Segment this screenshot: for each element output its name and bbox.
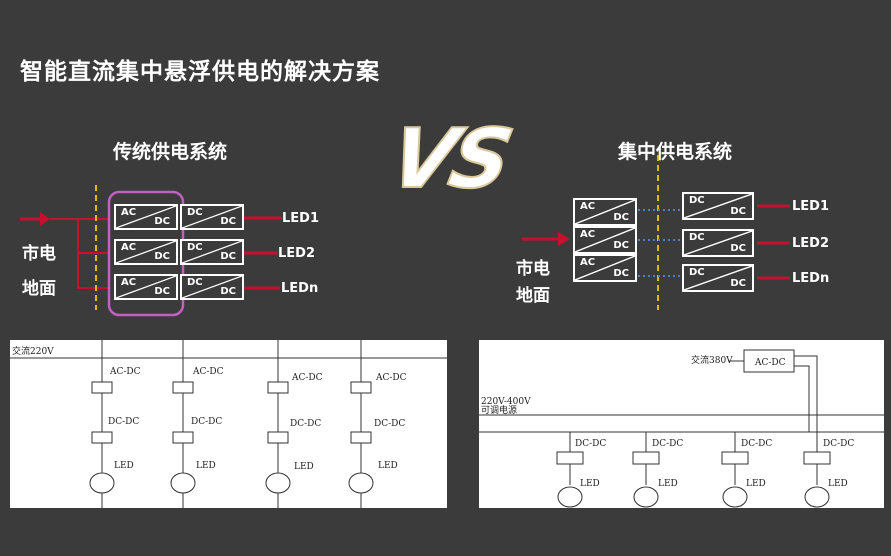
- svg-text:DC-DC: DC-DC: [741, 439, 772, 449]
- ground-label: 地面: [516, 286, 550, 306]
- svg-text:LED: LED: [294, 462, 314, 472]
- lamp-branch: AC-DC DC-DC LED: [89, 340, 141, 508]
- mains-label: 市电: [22, 244, 56, 264]
- svg-text:DC-DC: DC-DC: [575, 439, 606, 449]
- supply-label: 交流380V: [691, 354, 733, 366]
- traditional-heading: 传统供电系统: [113, 141, 228, 163]
- centralized-wiring-drawing: AC-DC 交流380V 220V-400V 可调电源 DC-DC LED DC…: [479, 340, 884, 508]
- traditional-wiring-drawing: 交流220V AC-DC DC-DC LED AC-DC DC-DC LED A…: [10, 340, 447, 508]
- svg-text:DC-DC: DC-DC: [191, 417, 222, 427]
- lamp-branch: AC-DC DC-DC LED: [170, 340, 224, 508]
- lamp-branch: DC-DC LED: [803, 439, 854, 508]
- lamp-branch: DC-DC LED: [721, 432, 772, 508]
- mains-label: 市电: [516, 259, 550, 279]
- lamp-branch: AC-DC DC-DC LED: [348, 340, 407, 508]
- led-label: LED2: [792, 236, 830, 251]
- svg-text:DC-DC: DC-DC: [108, 417, 139, 427]
- led-label: LEDn: [281, 281, 319, 296]
- supply-label: 交流220V: [12, 345, 54, 357]
- centralized-wiring: [522, 155, 790, 310]
- centralized-heading: 集中供电系统: [618, 141, 733, 163]
- svg-text:AC-DC: AC-DC: [291, 373, 323, 383]
- svg-text:DC-DC: DC-DC: [823, 439, 854, 449]
- bus-label: 可调电源: [481, 404, 517, 416]
- svg-text:AC-DC: AC-DC: [109, 367, 141, 377]
- svg-text:LED: LED: [114, 461, 134, 471]
- svg-text:LED: LED: [580, 479, 600, 489]
- ground-label: 地面: [22, 279, 56, 299]
- svg-text:LED: LED: [746, 479, 766, 489]
- vs-label: VS: [381, 111, 518, 208]
- svg-text:LED: LED: [196, 461, 216, 471]
- bus-voltage-label: 220V-400V: [481, 397, 531, 407]
- svg-text:LED: LED: [658, 479, 678, 489]
- svg-text:DC-DC: DC-DC: [652, 439, 683, 449]
- svg-text:AC-DC: AC-DC: [192, 367, 224, 377]
- lamp-branch: AC-DC DC-DC LED: [265, 340, 323, 508]
- svg-text:AC-DC: AC-DC: [375, 373, 407, 383]
- led-label: LED1: [282, 211, 320, 226]
- led-label: LEDn: [792, 271, 830, 286]
- lamp-branch: DC-DC LED: [556, 432, 606, 508]
- svg-text:AC-DC: AC-DC: [754, 358, 786, 368]
- svg-text:DC-DC: DC-DC: [290, 419, 321, 429]
- led-label: LED2: [278, 246, 316, 261]
- svg-text:LED: LED: [828, 479, 848, 489]
- lamp-branch: DC-DC LED: [632, 432, 683, 508]
- svg-text:LED: LED: [378, 461, 398, 471]
- page-title: 智能直流集中悬浮供电的解决方案: [20, 59, 380, 85]
- svg-text:DC-DC: DC-DC: [374, 419, 405, 429]
- led-label: LED1: [792, 199, 830, 214]
